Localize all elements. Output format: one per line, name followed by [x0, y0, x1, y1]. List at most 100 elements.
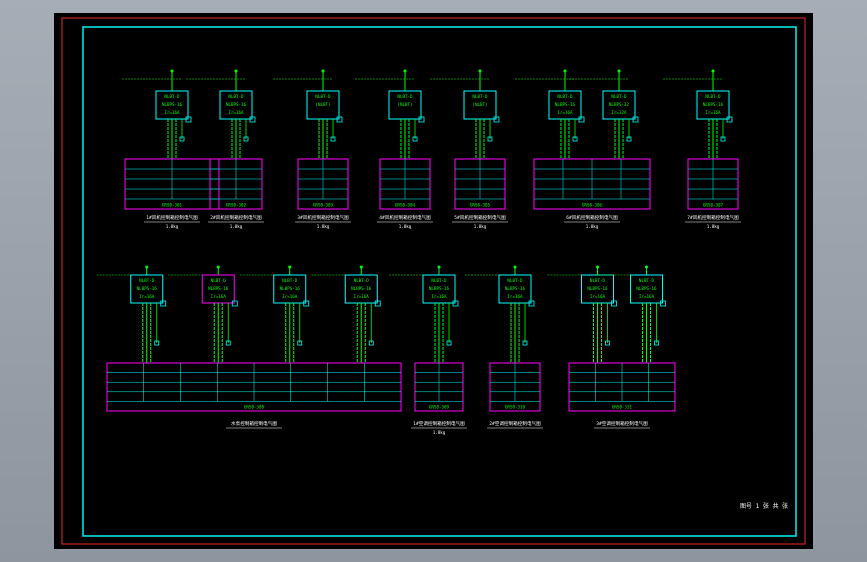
breaker-type: NLBT-D — [431, 278, 447, 283]
control-square — [726, 116, 733, 123]
feeder-node — [359, 265, 363, 269]
control-square — [303, 300, 310, 307]
aux-terminal — [654, 340, 659, 346]
breaker-model: NLBPS-16 — [208, 286, 229, 291]
breaker-rating: Ir=16A — [282, 294, 298, 299]
breaker-rating: Ir=16A — [228, 110, 244, 115]
panel-sub: 1.8kg — [166, 224, 179, 229]
panel: NLBT-DNLBPS-16Ir=16AGRS0-3077#风机控制箱控制电气图… — [663, 69, 741, 229]
panel-sub: 1.8kg — [230, 224, 243, 229]
aux-terminal — [446, 340, 452, 346]
breaker-rating: Ir=16A — [590, 294, 606, 299]
panel: NLBT-DNLBPS-16Ir=16AGRS0-3011#风机控制箱控制电气图… — [122, 69, 220, 229]
panel-caption: 4#风机控制箱控制电气图 — [379, 214, 431, 221]
feeder-node — [437, 265, 441, 269]
panel-sub: 1.8kg — [317, 224, 330, 229]
feeder-node — [645, 265, 648, 269]
aux-terminal — [225, 340, 231, 346]
panel-sub: 1.8kg — [586, 224, 599, 229]
feeder-node — [170, 69, 174, 73]
cabinet-id: GRS0-304 — [395, 203, 416, 208]
breaker-rating: Ir=16A — [354, 294, 370, 299]
cabinet-id: GRS0-305 — [470, 203, 491, 208]
feeder-node — [216, 265, 220, 269]
panel: NLBT-DNLBPS-16Ir=16ANLBT-DNLBPS-16Ir=16A… — [547, 265, 676, 429]
breaker-model: (NLBT) — [315, 102, 330, 107]
breaker-model: (NLBT) — [397, 102, 412, 107]
panel-caption: 6#风机控制箱控制电气图 — [566, 214, 618, 221]
breaker-model: NLBPS-32 — [609, 102, 630, 107]
breaker-rating: Ir=16A — [431, 294, 447, 299]
breaker-model: NLBPS-16 — [280, 286, 301, 291]
breaker-type: NLBT-D — [639, 278, 655, 283]
feeder-node — [513, 265, 517, 269]
aux-terminal — [368, 340, 374, 346]
panel-caption: 2#风机控制箱控制电气图 — [210, 214, 262, 221]
panel: NLBT-D (NLBT) GRS0-303 3#风机控制箱控制电气图 1.8kg — [273, 69, 351, 229]
control-square — [336, 116, 343, 123]
breaker-rating: Ir=16A — [705, 110, 721, 115]
inner-frame — [82, 26, 797, 537]
breaker-model: NLBPS-16 — [137, 286, 158, 291]
aux-terminal — [243, 136, 249, 142]
breaker-model: NLBPS-16 — [505, 286, 526, 291]
breaker-type: NLBT-D — [705, 94, 721, 99]
control-square — [660, 300, 666, 307]
feeder-node — [288, 265, 292, 269]
breaker-rating: Ir=16A — [139, 294, 155, 299]
aux-terminal — [330, 136, 336, 142]
aux-terminal — [297, 340, 303, 346]
aux-terminal — [626, 136, 632, 142]
cabinet-id: GRS0-310 — [505, 405, 526, 410]
cabinet-id: GRS0-308 — [244, 405, 265, 410]
control-square — [160, 300, 167, 307]
feeder-node — [234, 69, 238, 73]
breaker-type: NLBT-D — [211, 278, 227, 283]
cabinet-id: GRS0-301 — [162, 203, 183, 208]
feeder-node — [145, 265, 149, 269]
control-square — [632, 116, 639, 123]
breaker-type: NLBT-D — [557, 94, 573, 99]
breaker-model: NLBPS-16 — [162, 102, 183, 107]
breaker-model: NLBPS-16 — [555, 102, 576, 107]
cabinet-id: GRS0-303 — [313, 203, 334, 208]
breaker-type: NLBT-D — [472, 94, 488, 99]
panel-caption: 3#风机控制箱控制电气图 — [297, 214, 349, 221]
panel-caption: 3#空调控制箱控制电气图 — [596, 420, 648, 427]
breaker-model: NLBPS-16 — [226, 102, 247, 107]
feeder-node — [617, 69, 621, 73]
control-square — [611, 300, 617, 307]
breaker-rating: Ir=16A — [639, 294, 655, 299]
panel: NLBT-DNLBPS-16Ir=16AGRS0-3091#空调控制箱控制电气图… — [389, 265, 467, 435]
control-square — [493, 116, 500, 123]
panel-caption: 1#空调控制箱控制电气图 — [413, 420, 465, 427]
cabinet-id: GRS0-302 — [226, 203, 247, 208]
breaker-type: NLBT-D — [507, 278, 523, 283]
aux-terminal — [605, 340, 610, 346]
panel-sub: 1.8kg — [433, 430, 446, 435]
breaker-type: NLBT-D — [315, 94, 331, 99]
aux-terminal — [154, 340, 160, 346]
breaker-type: NLBT-D — [354, 278, 370, 283]
cabinet-id: GRS0-311 — [612, 405, 633, 410]
control-square — [418, 116, 425, 123]
panel-sub: 1.8kg — [707, 224, 720, 229]
breaker-model: NLBPS-16 — [703, 102, 724, 107]
breaker-type: NLBT-D — [228, 94, 244, 99]
breaker-model: NLBPS-16 — [636, 286, 657, 291]
panel-sub: 1.8kg — [474, 224, 487, 229]
panel-caption: 1#风机控制箱控制电气图 — [146, 214, 198, 221]
breaker-model: NLBPS-16 — [429, 286, 450, 291]
aux-terminal — [487, 136, 493, 142]
feeder-node — [563, 69, 567, 73]
breaker-type: NLBT-D — [397, 94, 413, 99]
control-square — [185, 116, 192, 123]
panel-caption: 5#风机控制箱控制电气图 — [454, 214, 506, 221]
aux-terminal — [572, 136, 578, 142]
breaker-rating: Ir=16A — [211, 294, 227, 299]
breaker-type: NLBT-D — [282, 278, 298, 283]
breaker-type: NLBT-D — [590, 278, 606, 283]
